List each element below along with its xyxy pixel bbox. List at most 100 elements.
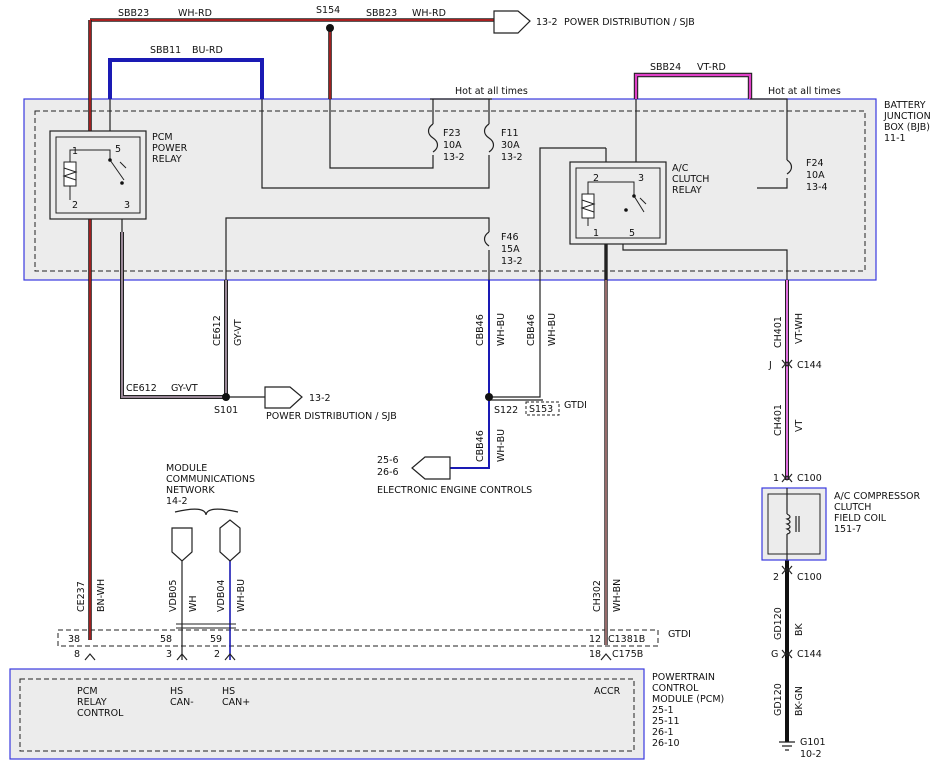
hs-can-minus-2: CAN-: [170, 697, 194, 708]
coil-title-3: FIELD COIL: [834, 513, 887, 524]
cbb46-b-label: CBB46: [526, 314, 537, 346]
sbb23-right-color: WH-RD: [412, 8, 446, 19]
gd120-b-label: GD120: [773, 683, 784, 716]
s153-label: S153: [529, 404, 553, 415]
ac-relay-pin3: 3: [638, 173, 644, 184]
pcm-title-2: CONTROL: [652, 683, 699, 694]
cbb46-c-label: CBB46: [475, 430, 486, 462]
pcm-power-relay: [49, 130, 147, 220]
fuse-f23: [427, 123, 439, 153]
gd120-b-color: BK-GN: [794, 686, 805, 716]
pcm-relay-pin2: 2: [72, 200, 78, 211]
g101-label: G101: [800, 737, 826, 748]
ac-relay-pin5: 5: [629, 228, 635, 239]
fuse-f11-name: F11: [501, 128, 519, 139]
pcm-ref-2: 25-11: [652, 716, 680, 727]
vdb05-label: VDB05: [168, 580, 179, 612]
fuse-f46-amp: 15A: [501, 244, 520, 255]
cbb46-a-color: WH-BU: [496, 313, 507, 346]
sbb23-left-label: SBB23: [118, 8, 149, 19]
c175b-pin3: 3: [166, 649, 172, 660]
coil-title-1: A/C COMPRESSOR: [834, 491, 921, 502]
ground-g101-icon: [779, 741, 795, 751]
s153-box: [525, 401, 560, 416]
gtdi-label-1: GTDI: [564, 400, 587, 411]
bjb-box: [23, 98, 877, 281]
accr-label: ACCR: [594, 686, 621, 697]
vdb04-label: VDB04: [216, 580, 227, 612]
eec-ref-1: 25-6: [377, 455, 399, 466]
fuse-f46-ref: 13-2: [501, 256, 523, 267]
c175b-pin2: 2: [214, 649, 220, 660]
c144-a-label: C144: [797, 360, 822, 371]
c175b-pin2-icon: [224, 653, 236, 661]
c100-a-label: C100: [797, 473, 822, 484]
ac-relay-title-3: RELAY: [672, 185, 702, 196]
ac-relay-title-2: CLUTCH: [672, 174, 709, 185]
c175b-pin3-icon: [176, 653, 188, 661]
pcm-relay-title-2: POWER: [152, 143, 188, 154]
fuse-f46: [483, 231, 490, 247]
network-title-3: NETWORK: [166, 485, 215, 496]
c1381b-label: C1381B: [608, 634, 645, 645]
c175b-pin18-icon: [600, 653, 612, 661]
s122-label: S122: [494, 405, 518, 416]
c100-pin2-icon: [781, 565, 793, 575]
c100-b-label: C100: [797, 572, 822, 583]
network-connector-right-icon: [219, 519, 241, 562]
gd120-a-color: BK: [794, 622, 805, 636]
vdb05-color: WH: [188, 595, 199, 612]
ac-relay-pin1: 1: [593, 228, 599, 239]
bjb-title-1: BATTERY: [884, 100, 926, 111]
hs-can-plus-1: HS: [222, 686, 235, 697]
sbb23-right-label: SBB23: [366, 8, 397, 19]
cbb46-b-color: WH-BU: [547, 313, 558, 346]
wire-cbb46: [450, 280, 490, 469]
bjb-ref: 11-1: [884, 133, 906, 144]
ch302-label: CH302: [592, 580, 603, 612]
bjb-title-3: BOX (BJB): [884, 122, 930, 133]
ce237-label: CE237: [76, 581, 87, 612]
pd-mid-ref: 13-2: [309, 393, 331, 404]
pcm-relay-control-3: CONTROL: [77, 708, 124, 719]
pcm-ref-1: 25-1: [652, 705, 674, 716]
power-distribution-mid-arrow-icon: [264, 386, 303, 409]
c100-pin2: 2: [773, 572, 779, 583]
c175b-label: C175B: [612, 649, 643, 660]
sbb24-color: VT-RD: [697, 62, 726, 73]
c100-pin1-icon: [781, 473, 793, 483]
c1381b-pin59: 59: [210, 634, 222, 645]
s122-splice: [485, 393, 493, 401]
pcm-box: [9, 668, 645, 760]
pcm-inner-dashed: [19, 678, 635, 752]
ac-relay-pin2: 2: [593, 173, 599, 184]
ac-clutch-relay: [569, 161, 667, 245]
s101-splice: [222, 393, 230, 401]
g101-ref: 10-2: [800, 749, 822, 760]
fuse-f24: [786, 159, 793, 175]
hs-can-plus-2: CAN+: [222, 697, 250, 708]
sbb23-left-color: WH-RD: [178, 8, 212, 19]
wire-sbb11: [108, 58, 264, 99]
fuse-f23-amp: 10A: [443, 140, 462, 151]
power-distribution-top-arrow-icon: [493, 10, 531, 34]
pcm-ref-3: 26-1: [652, 727, 674, 738]
s101-label: S101: [214, 405, 238, 416]
c144-b-label: C144: [797, 649, 822, 660]
fuse-f11-ref: 13-2: [501, 152, 523, 163]
c144-g-pin-icon: [781, 649, 793, 659]
network-title-2: COMMUNICATIONS: [166, 474, 255, 485]
fuse-f24-amp: 10A: [806, 170, 825, 181]
pcm-title-3: MODULE (PCM): [652, 694, 724, 705]
ce612-horizontal-label: CE612: [126, 383, 157, 394]
wire-sbb24: [633, 72, 753, 99]
fuse-f23-name: F23: [443, 128, 461, 139]
network-connector-left-icon: [171, 527, 193, 562]
ce237-color: BN-WH: [96, 579, 107, 612]
c1381b-pin38: 38: [68, 634, 80, 645]
bjb-title-2: JUNCTION: [883, 111, 931, 122]
fuse-f24-ref: 13-4: [806, 182, 828, 193]
pd-top-ref: 13-2: [536, 17, 558, 28]
pcm-title-1: POWERTRAIN: [652, 672, 715, 683]
